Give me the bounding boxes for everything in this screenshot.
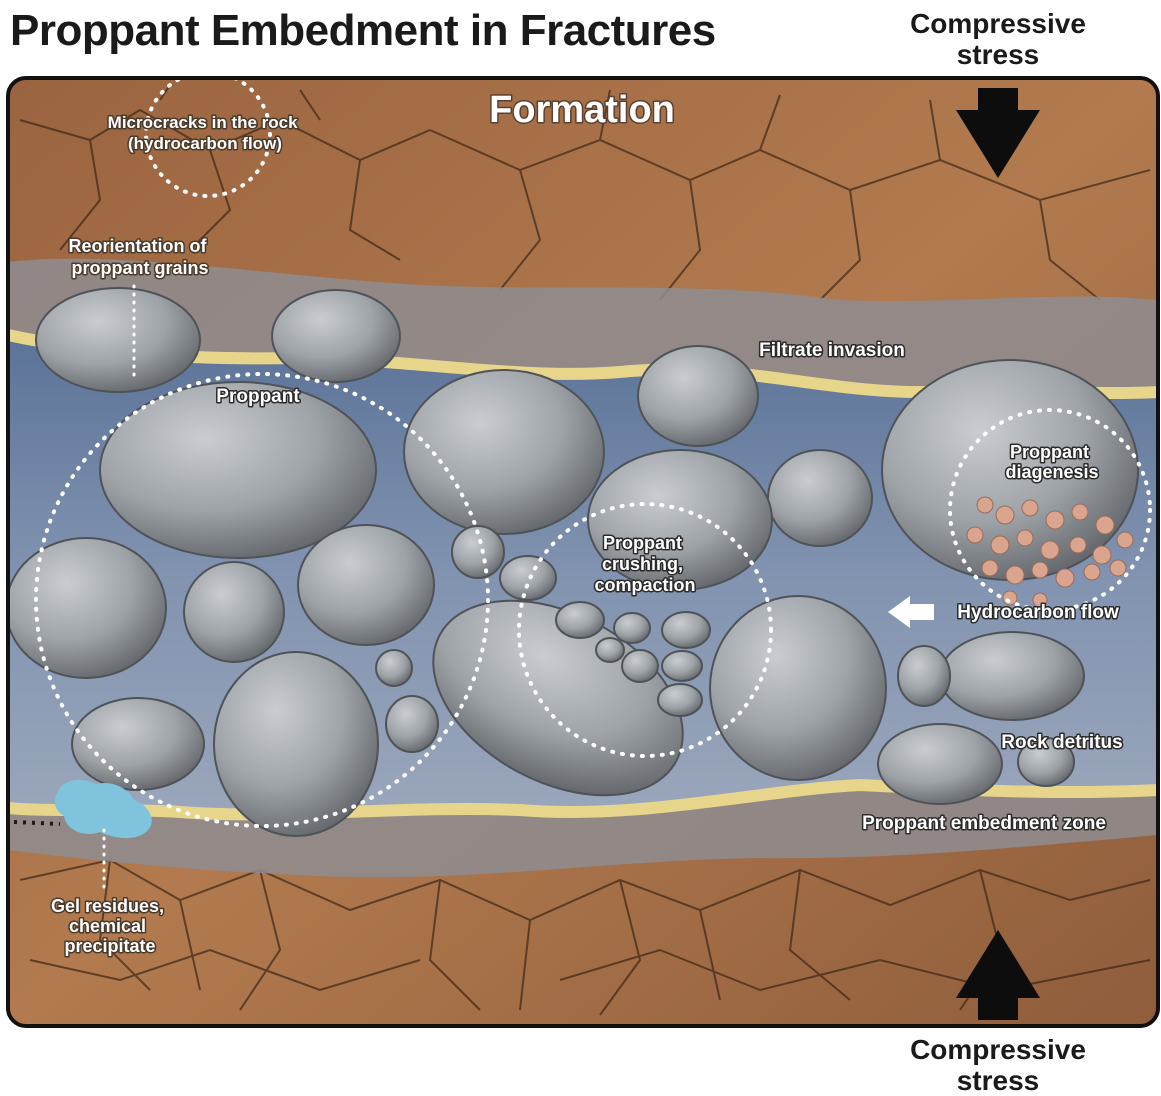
proppant-grain [662,612,710,648]
crushing-line2: crushing, [602,554,683,574]
diagenesis-label: Proppant diagenesis [1005,442,1098,482]
crushing-line3: compaction [594,575,695,595]
formation-label: Formation [489,89,675,131]
microcracks-line1: Microcracks in the rock [108,113,298,132]
proppant-grain [272,290,400,382]
diagenesis-line1: Proppant [1010,442,1089,462]
embedment-zone-label: Proppant embedment zone [862,813,1106,834]
proppant-grain [596,638,624,662]
gel-line2: chemical [69,916,146,936]
proppant-grain [768,450,872,546]
diagenesis-line2: diagenesis [1005,462,1098,482]
reorientation-line1: Reorientation of [68,236,207,256]
proppant-grain [184,562,284,662]
crushing-label: Proppant crushing, compaction [594,533,695,595]
proppant-label: Proppant [216,386,300,407]
proppant-grain [614,613,650,643]
rock-detritus-label: Rock detritus [1001,732,1122,753]
proppant-grain [638,346,758,446]
proppant-grain [940,632,1084,720]
gel-line3: precipitate [64,936,155,956]
proppant-grain [662,651,702,681]
proppant-grain [556,602,604,638]
proppant-grain [376,650,412,686]
proppant-grain [898,646,950,706]
reorientation-line2: proppant grains [71,258,208,278]
filtrate-invasion-label: Filtrate invasion [759,340,905,361]
proppant-grain [658,684,702,716]
crushing-line1: Proppant [603,533,682,553]
proppant-grain [710,596,886,780]
proppant-grain [500,556,556,600]
proppant-grain [298,525,434,645]
gel-line1: Gel residues, [51,896,164,916]
hydrocarbon-flow-label: Hydrocarbon flow [957,602,1119,623]
proppant-grain [878,724,1002,804]
microcracks-line2: (hydrocarbon flow) [128,134,282,153]
proppant-grain [36,288,200,392]
proppant-grain [6,538,166,678]
proppant-grain [386,696,438,752]
proppant-grain [72,698,204,790]
proppant-grain [622,650,658,682]
